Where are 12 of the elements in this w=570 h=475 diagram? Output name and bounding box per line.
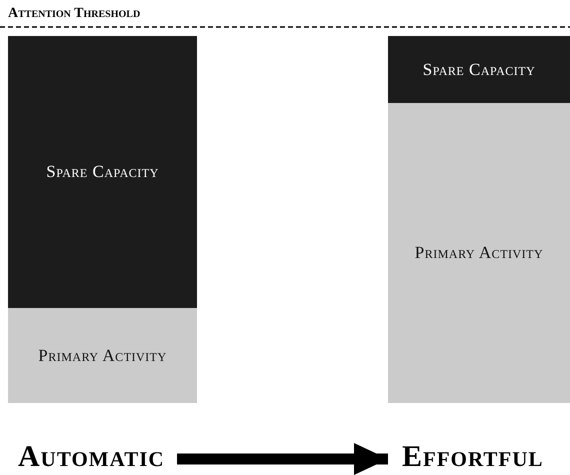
segment-label: Spare Capacity [46,162,159,182]
segment-label: Primary Activity [414,243,544,263]
bar-segment [388,36,570,103]
segment-label: Spare Capacity [422,60,536,80]
threshold-label: Attention Threshold [8,6,140,22]
bar-segment [388,103,570,403]
segment-label: Primary Activity [38,346,167,366]
arrow [177,443,388,475]
scale-end-label: Automatic [18,440,165,474]
scale-end-label: Effortful [402,440,544,474]
bar-segment [8,308,197,403]
bar-segment [8,36,197,308]
